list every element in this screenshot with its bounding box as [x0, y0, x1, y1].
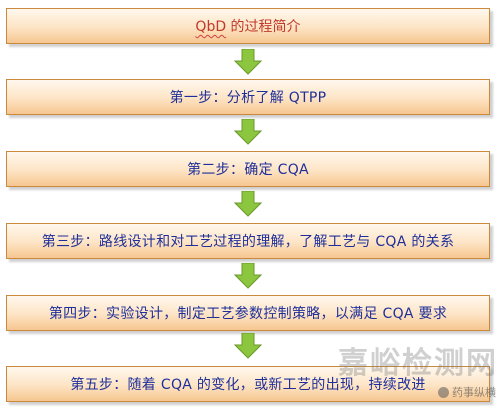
- step-3-box: 第三步：路线设计和对工艺过程的理解，了解工艺与 CQA 的关系: [6, 223, 490, 259]
- step-3-label: 第三步：路线设计和对工艺过程的理解，了解工艺与 CQA 的关系: [41, 234, 455, 250]
- step-2-label: 第二步：确定 CQA: [187, 162, 309, 178]
- watermark-site: 嘉峪检测网: [338, 346, 498, 381]
- step-5-label: 第五步：随着 CQA 的变化，或新工艺的出现，持续改进: [70, 377, 426, 393]
- watermark-account: 药事纵横: [438, 384, 496, 400]
- watermark-account-label: 药事纵横: [452, 386, 496, 399]
- down-arrow-icon: [234, 49, 262, 75]
- step-5-box: 第五步：随着 CQA 的变化，或新工艺的出现，持续改进: [6, 366, 490, 402]
- wechat-icon: [438, 386, 449, 398]
- down-arrow-icon: [234, 119, 262, 145]
- diagram-title: QbD 的过程简介: [195, 16, 300, 36]
- down-arrow-icon: [234, 191, 262, 217]
- down-arrow-icon: [234, 263, 262, 289]
- step-1-label: 第一步：分析了解 QTPP: [169, 90, 327, 106]
- title-box: QbD 的过程简介: [6, 8, 490, 44]
- step-1-box: 第一步：分析了解 QTPP: [6, 79, 490, 115]
- title-rest: 的过程简介: [226, 19, 301, 35]
- step-4-label: 第四步：实验设计，制定工艺参数控制策略，以满足 CQA 要求: [48, 306, 448, 322]
- title-qbd: QbD: [195, 19, 227, 35]
- step-4-box: 第四步：实验设计，制定工艺参数控制策略，以满足 CQA 要求: [6, 295, 490, 331]
- step-2-box: 第二步：确定 CQA: [6, 151, 490, 187]
- down-arrow-icon: [234, 333, 262, 359]
